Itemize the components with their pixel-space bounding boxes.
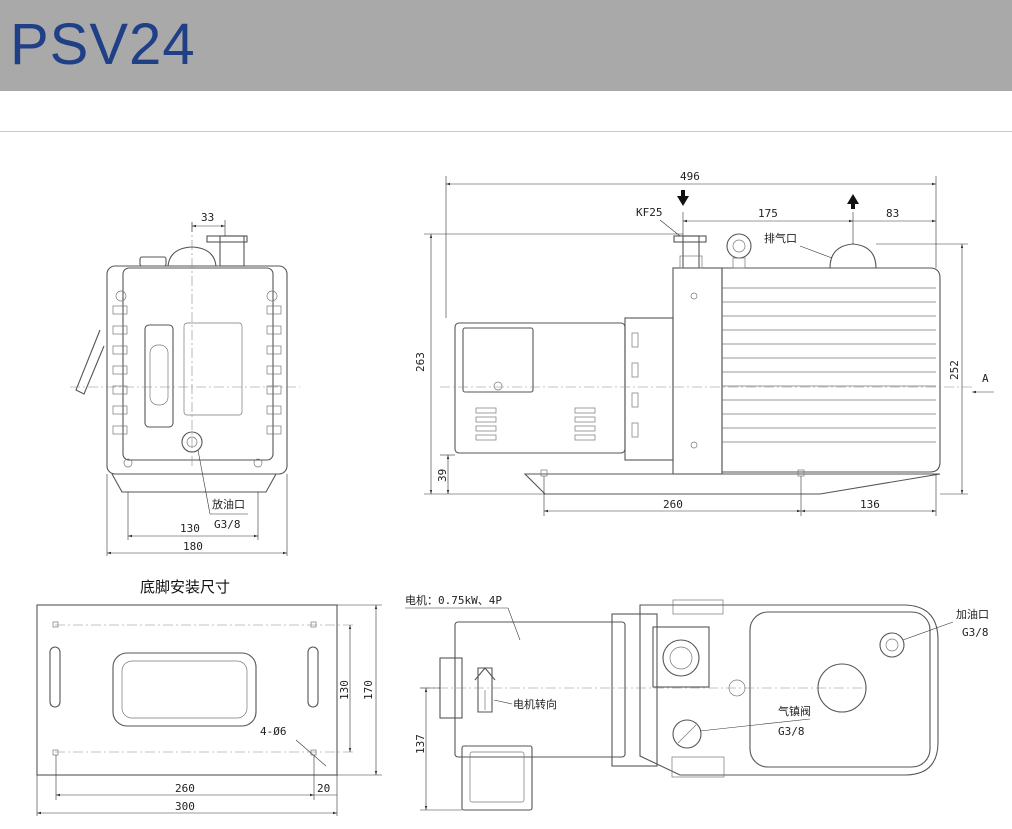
dim-foot-20: 20 [317,782,330,795]
footprint-view: 底脚安装尺寸 130 170 4-Ø6 260 20 300 [36,578,382,816]
dim-front-180: 180 [183,540,203,553]
front-view: 33 130 180 放油口 G3/8 [70,211,300,556]
side-view: 496 175 83 KF25 排气口 263 39 252 A 260 [414,170,994,516]
section-mark: A [982,372,989,385]
gas-ballast-label: 气镇阀 [778,704,811,718]
top-view: 电机：0.75kW、4P 电机转向 加油口 G3/8 气镇阀 G3/8 137 [405,593,989,811]
rotation-label: 电机转向 [513,697,557,711]
dim-foot-170: 170 [362,680,375,700]
oil-fill-thread: G3/8 [962,626,989,639]
oil-drain-label: 放油口 [212,497,245,511]
gas-ballast-thread: G3/8 [778,725,805,738]
exhaust-label: 排气口 [764,231,797,245]
dim-side-252: 252 [948,360,961,380]
dim-top-137: 137 [414,734,427,754]
inlet-label: KF25 [636,206,663,219]
dim-side-175: 175 [758,207,778,220]
dim-foot-130: 130 [338,680,351,700]
dim-front-130: 130 [180,522,200,535]
hole-label: 4-Ø6 [260,725,287,738]
dim-side-263: 263 [414,352,427,372]
dim-side-260: 260 [663,498,683,511]
dim-side-496: 496 [680,170,700,183]
dim-side-39: 39 [436,469,449,482]
motor-label: 电机：0.75kW、4P [405,593,502,607]
dim-foot-260: 260 [175,782,195,795]
dim-foot-300: 300 [175,800,195,813]
oil-drain-thread: G3/8 [214,518,241,531]
header-bar [0,0,1012,91]
footprint-title: 底脚安装尺寸 [140,578,230,596]
header-divider [0,131,1012,132]
oil-fill-label: 加油口 [956,607,989,621]
dim-front-33: 33 [201,211,214,224]
model-title: PSV24 [10,12,196,77]
dim-side-136: 136 [860,498,880,511]
dim-side-83: 83 [886,207,899,220]
